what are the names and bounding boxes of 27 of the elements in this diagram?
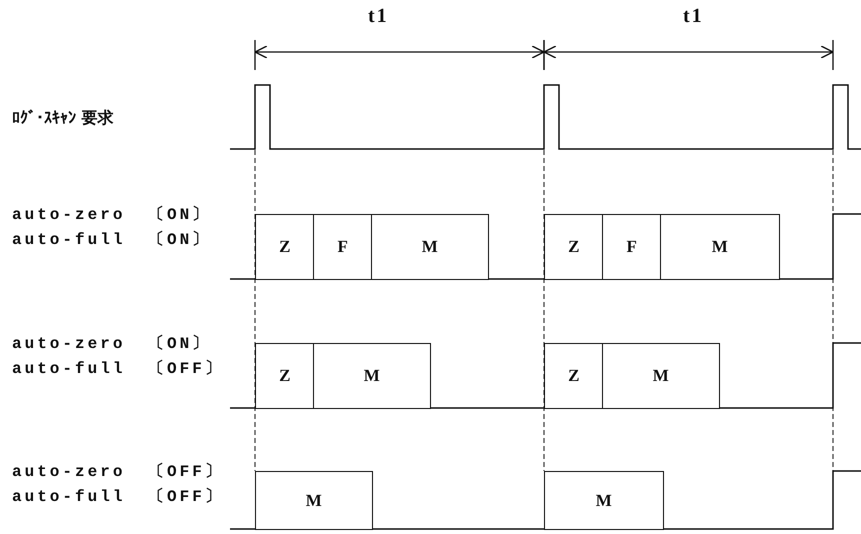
phase-segment: M — [255, 471, 372, 530]
period-label: t1 — [683, 6, 704, 26]
mode-state: 〔OFF〕 — [148, 361, 224, 377]
phase-segment: M — [371, 214, 488, 280]
phase-segment: M — [660, 214, 780, 280]
period-label: t1 — [368, 6, 389, 26]
signal-name: auto-full — [12, 232, 126, 248]
phase-segment: M — [313, 343, 430, 409]
signal-name: auto-zero — [12, 464, 126, 480]
mode-state: 〔ON〕 — [148, 336, 212, 352]
signal-name: auto-full — [12, 489, 126, 505]
mode-state: 〔OFF〕 — [148, 489, 224, 505]
signal-name: auto-full — [12, 361, 126, 377]
mode-state: 〔OFF〕 — [148, 464, 224, 480]
phase-segment: F — [602, 214, 662, 280]
mode-state: 〔ON〕 — [148, 232, 212, 248]
phase-segment: M — [602, 343, 720, 409]
phase-segment: Z — [544, 343, 604, 409]
signal-name: auto-zero — [12, 336, 126, 352]
signal-name: auto-zero — [12, 207, 126, 223]
phase-segment: F — [313, 214, 372, 280]
phase-segment: Z — [255, 214, 314, 280]
phase-segment: Z — [255, 343, 314, 409]
mode-state: 〔ON〕 — [148, 207, 212, 223]
phase-segment: Z — [544, 214, 604, 280]
phase-segment: M — [544, 471, 664, 530]
signal-name: ﾛｸﾞ･ｽｷｬﾝ 要求 — [12, 110, 114, 126]
